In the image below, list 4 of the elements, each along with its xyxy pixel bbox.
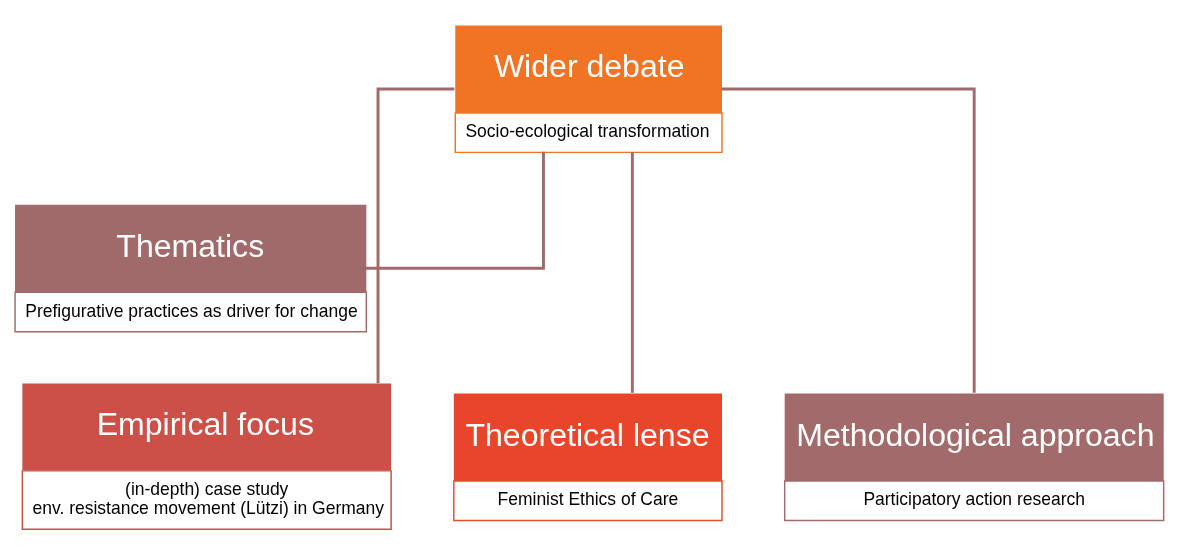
connector bbox=[721, 87, 976, 393]
connector bbox=[365, 151, 545, 270]
connector bbox=[376, 87, 455, 384]
connector bbox=[630, 151, 634, 393]
